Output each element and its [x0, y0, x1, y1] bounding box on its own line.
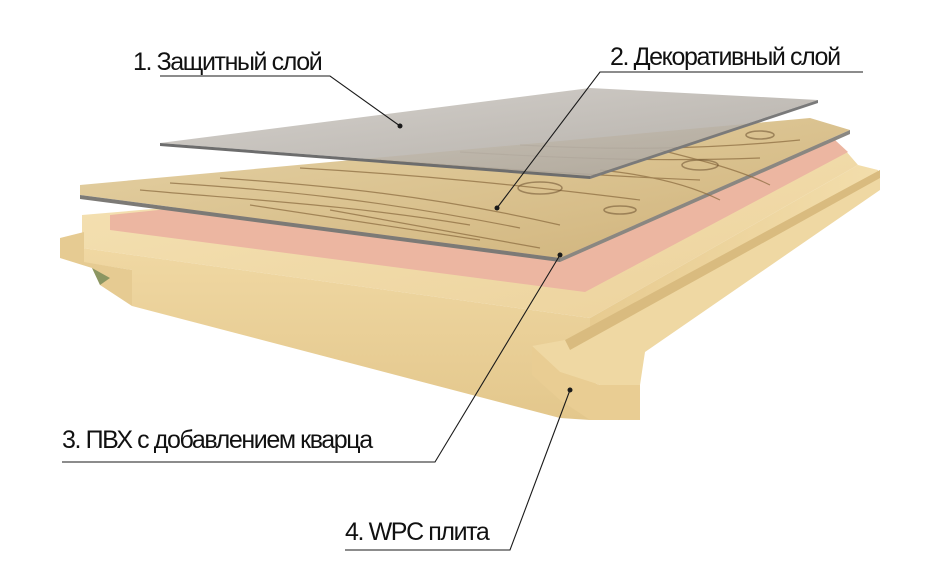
label-decorative-layer: 2. Декоративный слой	[610, 45, 840, 70]
leader-dot-3	[558, 253, 563, 258]
label-protective-layer: 1. Защитный слой	[133, 50, 321, 75]
leader-dot-2	[495, 206, 500, 211]
leader-dot-4	[568, 388, 573, 393]
leader-dot-1	[398, 124, 403, 129]
label-wpc-board: 4. WPC плита	[345, 520, 488, 545]
label-pvc-quartz-layer: 3. ПВХ с добавлением кварца	[62, 428, 372, 453]
